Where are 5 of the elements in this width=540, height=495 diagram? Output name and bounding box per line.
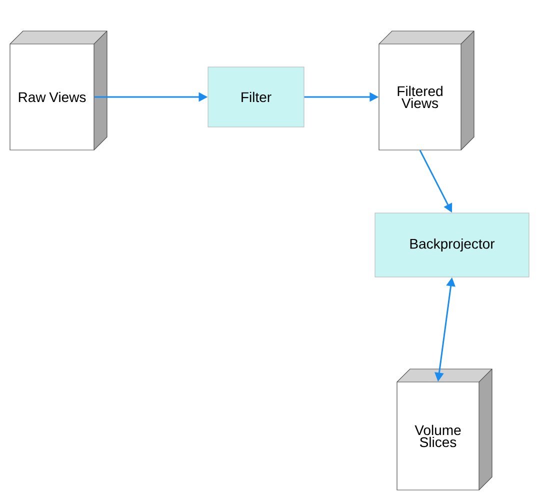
box-drawing: Raw Views xyxy=(10,30,108,150)
box-drawing: Filtered Views xyxy=(378,30,474,150)
process-box: Backprojector xyxy=(374,212,530,278)
process-box: Filter xyxy=(208,66,304,128)
box-drawing: Volume Slices xyxy=(396,368,492,490)
